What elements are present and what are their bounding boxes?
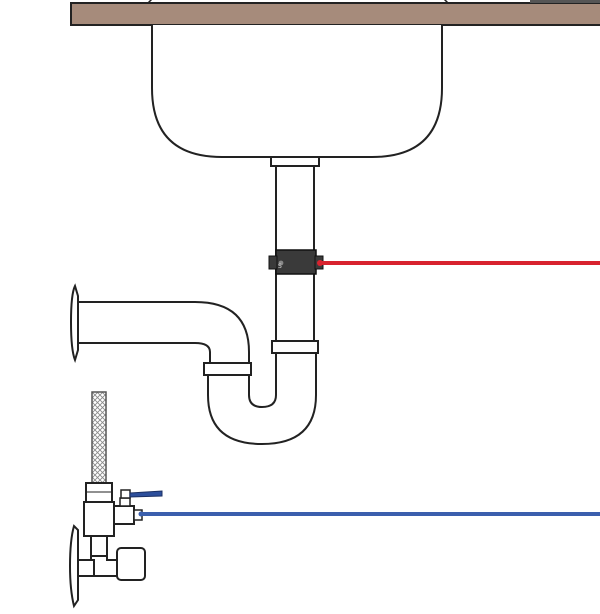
- supply-wall-flange: [68, 524, 79, 609]
- cold-wire-connector: [138, 511, 144, 517]
- screw-icon: [278, 260, 284, 266]
- quarter-turn-ball-valve-icon: [129, 490, 163, 498]
- clamp-tab-left: [268, 255, 278, 270]
- supply-elbow-nut: [116, 547, 146, 581]
- hot-wire-connector: [317, 260, 323, 266]
- drain-wall-flange: [69, 283, 79, 364]
- tailpiece-slip-nut: [271, 340, 319, 354]
- faucet-base-edge: [147, 0, 449, 4]
- valve-stem: [119, 497, 131, 507]
- braided-supply-hose: [91, 391, 107, 485]
- valve-outlet-stub: [90, 535, 108, 557]
- trap-arm-slip-nut: [203, 362, 252, 376]
- valve-handle-base: [120, 489, 131, 499]
- sink-basin: [151, 25, 443, 158]
- valve-body: [83, 501, 115, 537]
- trap-arm: [77, 301, 250, 364]
- countertop: [70, 2, 600, 26]
- clamp-label: S: [278, 263, 282, 270]
- supply-stub-out: [77, 559, 95, 577]
- countertop-edge-accent: [530, 0, 600, 3]
- valve-side-fitting: [113, 505, 135, 525]
- drain-collar: [270, 156, 320, 167]
